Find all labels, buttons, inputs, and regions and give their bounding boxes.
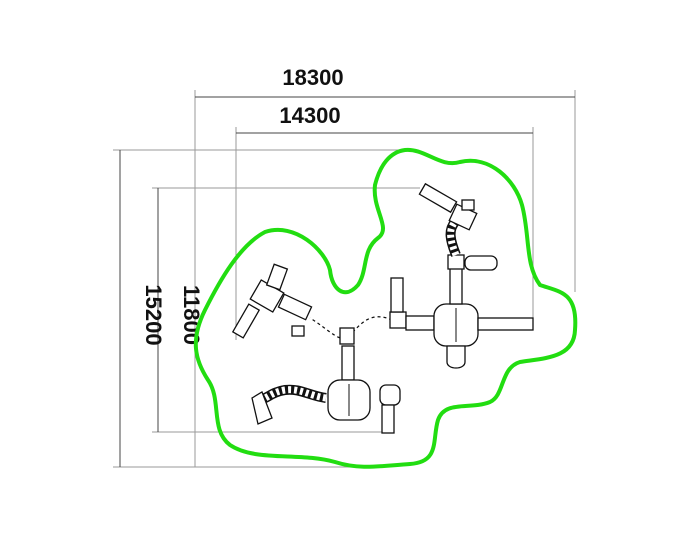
bottom-slide-exit (251, 391, 273, 425)
upper-connector (447, 254, 465, 270)
dimension-overall-depth: 15200 (141, 284, 166, 345)
right-slide (477, 317, 534, 331)
right-climber (446, 345, 466, 369)
dimension-lines (119, 96, 575, 467)
extension-lines (113, 90, 576, 468)
connector-mid (389, 311, 407, 329)
upper-panel (461, 199, 475, 211)
bottom-stairs (341, 345, 355, 381)
playground-equipment (231, 182, 534, 434)
left-slide (231, 303, 261, 339)
upper-side-slide (464, 255, 498, 271)
left-climber (265, 263, 289, 291)
right-bridge (405, 315, 435, 331)
left-bridge (277, 293, 313, 321)
right-stairs (449, 267, 463, 305)
mid-slide (390, 277, 404, 313)
bottom-spiral-slide (258, 384, 327, 405)
safety-zone-outline (193, 147, 578, 469)
dimension-inner-width: 14300 (279, 103, 340, 128)
dimension-inner-depth: 11800 (179, 285, 204, 345)
bottom-ladder (381, 404, 395, 434)
connector-left (339, 327, 355, 345)
left-panel (291, 325, 305, 337)
bottom-side-platform (379, 384, 401, 406)
dimension-overall-width: 18300 (282, 65, 343, 90)
upper-slide (418, 182, 458, 214)
